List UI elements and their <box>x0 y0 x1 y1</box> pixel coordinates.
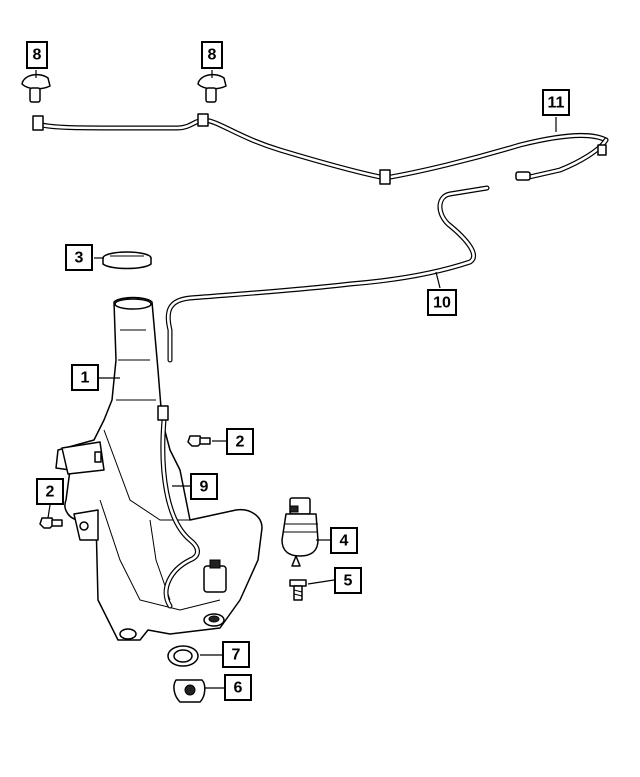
reservoir-cap <box>102 251 152 270</box>
screw <box>289 579 307 601</box>
callout-10: 10 <box>427 289 457 316</box>
washer-nozzle-left <box>21 73 51 103</box>
callout-11: 11 <box>542 89 570 116</box>
callout-8-right: 8 <box>201 41 223 69</box>
callout-label: 1 <box>81 370 90 387</box>
retainer-clip <box>173 679 206 703</box>
washer-nozzle-right <box>197 73 227 103</box>
callout-label: 2 <box>236 434 245 451</box>
callout-label: 7 <box>232 647 241 664</box>
callout-label: 3 <box>75 250 84 267</box>
callout-1: 1 <box>71 364 99 391</box>
callout-2-upper: 2 <box>226 428 254 455</box>
hose-elbow <box>32 115 44 131</box>
washer-reservoir <box>55 296 263 641</box>
hose-clip <box>597 144 607 156</box>
callout-4: 4 <box>330 527 358 554</box>
callout-label: 9 <box>200 479 209 496</box>
callout-5: 5 <box>334 567 362 594</box>
callout-label: 8 <box>33 47 42 64</box>
callout-3: 3 <box>65 244 93 271</box>
hose-clip <box>379 169 391 185</box>
callout-label: 4 <box>340 533 349 550</box>
bolt-lower <box>39 517 63 529</box>
grommet <box>167 645 199 667</box>
callout-2-lower: 2 <box>36 478 64 505</box>
hose-connector <box>515 171 531 181</box>
callout-6: 6 <box>224 674 252 701</box>
callout-label: 10 <box>433 295 451 312</box>
callout-label: 2 <box>46 484 55 501</box>
washer-pump <box>281 497 319 567</box>
washer-hose-upper <box>32 113 609 185</box>
bolt-upper <box>187 435 211 447</box>
callout-label: 11 <box>548 95 565 112</box>
leader-lines <box>35 70 557 689</box>
callout-7: 7 <box>222 641 250 668</box>
callout-label: 5 <box>344 573 353 590</box>
washer-hose-lower <box>165 185 490 363</box>
callout-8-left: 8 <box>26 41 48 69</box>
callout-9: 9 <box>190 473 218 500</box>
harness-connector <box>157 405 169 421</box>
callout-label: 8 <box>208 47 217 64</box>
callout-label: 6 <box>234 680 243 697</box>
hose-tee <box>197 113 209 127</box>
